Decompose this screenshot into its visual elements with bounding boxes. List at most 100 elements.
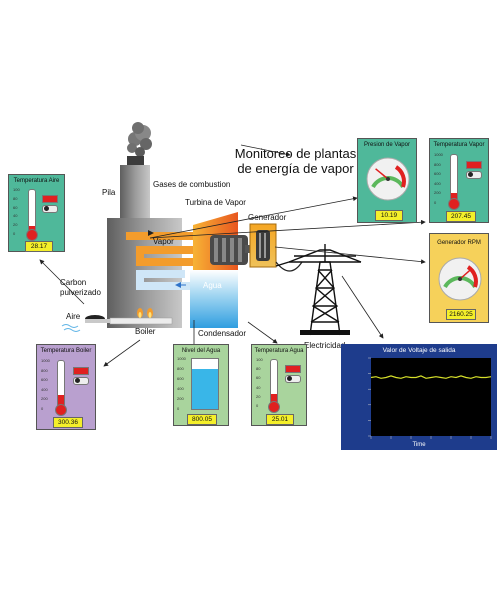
panel-value: 800.05 [187,414,217,425]
scale-tick-label: 200 [177,396,184,401]
panel-title: Temperatura Vapor [433,142,485,148]
water-tank-fill [192,369,218,409]
scale-tick-label: 60 [13,204,18,210]
voltage-chart-panel: Valor de Voltaje de salida Time [341,344,497,450]
scale-tick-label: 60 [256,375,261,381]
air-icon [61,324,81,332]
chart-xlabel: Time [412,442,426,448]
panel-value: 25.01 [266,414,294,425]
label-aire: Aire [66,312,81,321]
panel-gen-rpm: Generador RPM 2160.25 [429,233,489,323]
voltage-series-line [370,375,492,379]
scale-tick-label: 1000 [41,358,50,363]
condenser [190,270,238,328]
chart-title: Valor de Voltaje de salida [382,347,456,354]
boiler-grate [109,317,173,325]
indicator-red [42,195,58,203]
panel-title: Temperatura Agua [254,348,304,354]
scale-tick-label: 400 [41,386,48,392]
rpm-gauge [438,257,482,301]
panel-title: Presion de Vapor [364,142,410,148]
scale-tick-label: 20 [256,393,261,399]
scale-tick-label: 400 [177,386,184,391]
transmission-tower-icon [275,244,362,336]
toggle-switch[interactable] [285,375,301,383]
label-pila: Pila [102,188,116,197]
panel-title: Temperatura Boiler [40,348,92,354]
scale-tick-label: 0 [177,406,180,411]
indicator-red [466,161,482,169]
air-arrow [39,259,85,305]
panel-value: 28.17 [25,241,53,252]
thermometer-bulb [55,404,67,416]
scale-tick-label: 0 [434,200,437,205]
scale-tick-label: 800 [177,366,184,371]
scale-tick-label: 200 [41,396,48,402]
thermometer-fill [58,395,64,409]
panel-value: 207.45 [446,211,476,222]
vapor-temp-arrow [149,219,426,239]
scale-tick-label: 80 [13,195,18,201]
scale-tick-label: 100 [256,357,263,362]
panel-value: 10.19 [375,210,403,221]
label-boiler: Boiler [135,327,156,336]
label-carbon-2: pulverizado [60,288,101,297]
scale-tick-label: 800 [434,161,441,167]
gauge-needle [459,267,473,280]
boiler-arrow [103,339,141,367]
label-electricidad: Electricidad [304,341,346,350]
voltage-chart [368,357,492,439]
label-vapor: Vapor [153,237,174,246]
scale-tick-label: 200 [434,190,441,196]
diagram-title: Monitoreo de plantas de energía de vapor [233,146,358,176]
indicator-red [73,367,89,375]
scale-tick-label: 20 [13,222,18,228]
scale-tick-label: 0 [13,231,16,236]
electricity-arrow [341,275,384,339]
indicator-red [285,365,301,373]
title-line-2: de energía de vapor [237,161,354,176]
thermometer-bulb [448,198,460,210]
chimney-cap [127,156,144,166]
vapor-pressure-arrow [149,196,358,239]
thermometer-fill [271,394,277,406]
tower-base [300,330,350,335]
scale-tick-label: 400 [434,180,441,186]
panel-temp-boiler: Temperatura Boiler 300.36 1000 800 600 400 2… [36,344,96,430]
label-condensador: Condensador [198,329,247,338]
thermometer-bulb [26,229,38,241]
scale-tick-label: 600 [41,377,48,383]
label-turbina: Turbina de Vapor [185,198,246,207]
scale-tick-label: 100 [13,187,20,192]
scale-tick-label: 800 [41,367,48,373]
title-arrow [240,144,291,157]
water-tank [191,358,219,410]
label-agua: Agua [203,281,222,290]
scale-tick-label: 600 [434,171,441,177]
title-line-1: Monitoreo de plantas [234,146,357,161]
label-gases: Gases de combustion [153,180,231,189]
panel-temp-vapor: Temperatura Vapor 207.45 1000 800 600 400 20… [429,138,489,223]
panel-value: 2160.25 [446,309,476,320]
flame-icon [137,308,153,318]
water-temp-arrow [247,321,278,344]
plot-area [371,358,491,436]
generator-cable [275,261,303,272]
panel-value: 300.36 [53,417,83,428]
scale-tick-label: 1000 [177,356,186,361]
panel-title: Generador RPM [437,240,481,246]
scale-tick-label: 0 [256,403,259,408]
toggle-switch[interactable] [42,205,58,213]
scale-tick-label: 1000 [434,152,443,157]
toggle-switch[interactable] [466,171,482,179]
panel-title: Temperatura Aire [13,178,60,184]
scale-tick-label: 0 [41,406,44,411]
pressure-gauge [366,157,410,201]
toggle-switch[interactable] [73,377,89,385]
scale-tick-label: 40 [256,384,261,390]
